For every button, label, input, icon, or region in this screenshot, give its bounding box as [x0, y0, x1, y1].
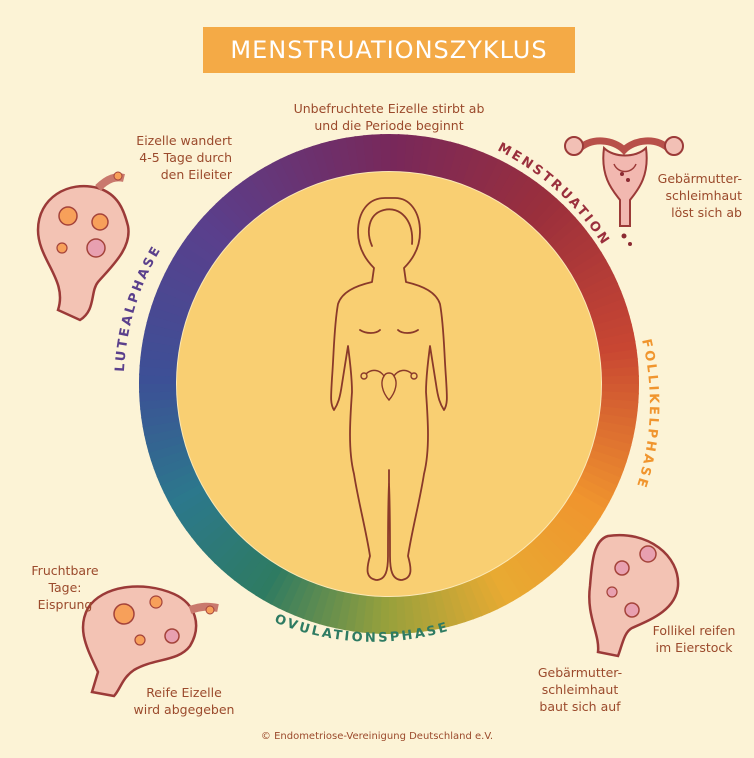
- copyright-footer: © Endometriose-Vereinigung Deutschland e…: [0, 731, 754, 742]
- caption-fertile-days: Fruchtbare Tage: Eisprung: [18, 562, 112, 613]
- caption-line: den Eileiter: [110, 166, 232, 183]
- caption-line: Gebärmutter-: [636, 170, 742, 187]
- caption-line: Tage:: [18, 579, 112, 596]
- caption-line: Follikel reifen: [640, 622, 748, 639]
- caption-follicles-mature: Follikel reifen im Eierstock: [640, 622, 748, 656]
- caption-mature-egg: Reife Eizelle wird abgegeben: [114, 684, 254, 718]
- caption-line: löst sich ab: [636, 204, 742, 221]
- caption-line: Eisprung: [18, 596, 112, 613]
- ring-segment: [380, 134, 390, 172]
- caption-egg-travels: Eizelle wandert 4-5 Tage durch den Eilei…: [110, 132, 232, 183]
- caption-line: schleimhaut: [636, 187, 742, 204]
- caption-period-begins: Unbefruchtete Eizelle stirbt ab und die …: [262, 100, 516, 134]
- caption-lining-builds: Gebärmutter- schleimhaut baut sich auf: [520, 664, 640, 715]
- caption-line: Unbefruchtete Eizelle stirbt ab: [262, 100, 516, 117]
- caption-line: wird abgegeben: [114, 701, 254, 718]
- caption-line: Fruchtbare: [18, 562, 112, 579]
- inner-circle: [177, 172, 601, 596]
- caption-line: Gebärmutter-: [520, 664, 640, 681]
- caption-line: Reife Eizelle: [114, 684, 254, 701]
- ovary-icon-luteal: [38, 172, 129, 320]
- caption-line: im Eierstock: [640, 639, 748, 656]
- caption-lining-sheds: Gebärmutter- schleimhaut löst sich ab: [636, 170, 742, 221]
- caption-line: baut sich auf: [520, 698, 640, 715]
- caption-line: schleimhaut: [520, 681, 640, 698]
- caption-line: 4-5 Tage durch: [110, 149, 232, 166]
- caption-line: und die Periode beginnt: [262, 117, 516, 134]
- caption-line: Eizelle wandert: [110, 132, 232, 149]
